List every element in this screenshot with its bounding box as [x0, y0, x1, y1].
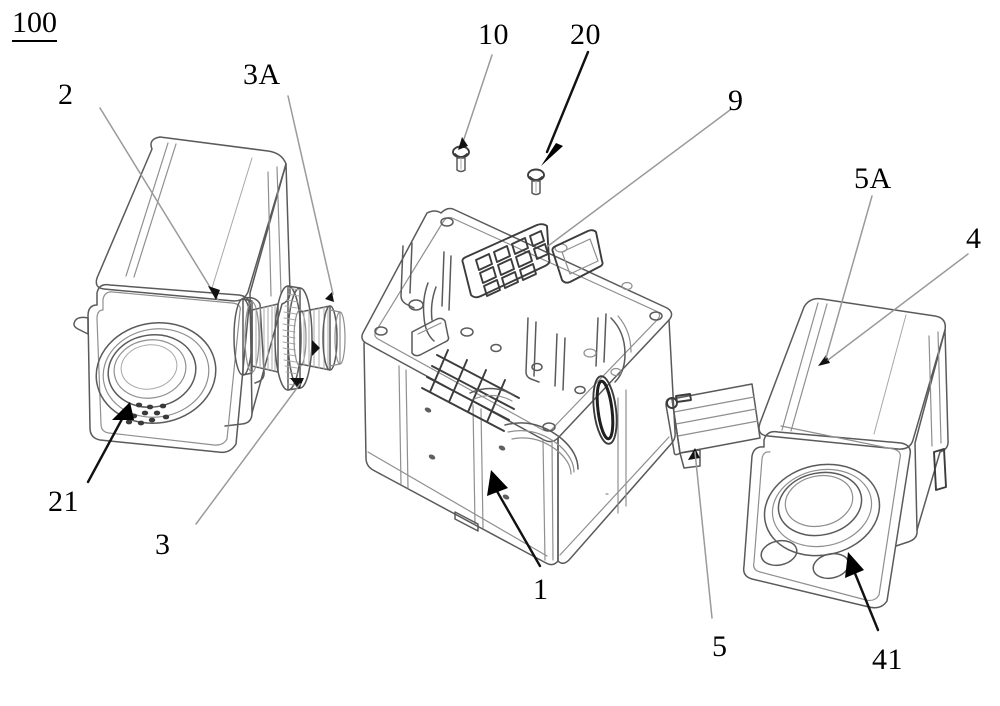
- main-housing: [361, 207, 676, 566]
- connector-terminal-block: [461, 223, 604, 299]
- figure-assembly-number: 100: [12, 8, 57, 42]
- screw-upper: [452, 145, 470, 173]
- ref-label-9: 9: [728, 84, 744, 117]
- left-camera-housing: [73, 136, 291, 454]
- right-camera-lens: [763, 463, 881, 557]
- gear-wheel: [274, 285, 313, 391]
- ref-label-4: 4: [966, 222, 982, 255]
- gear-shaft-assembly: [233, 285, 346, 391]
- ref-label-1: 1: [533, 573, 549, 606]
- ref-label-2: 2: [58, 78, 74, 111]
- right-camera-shaft: [665, 383, 761, 469]
- ref-label-5A: 5A: [854, 162, 892, 195]
- ref-label-21: 21: [48, 485, 79, 518]
- leader-lines: [86, 50, 969, 632]
- microphone-holes: [124, 402, 170, 426]
- ref-label-3: 3: [155, 528, 171, 561]
- ref-label-10: 10: [478, 18, 509, 51]
- screw-lower: [527, 168, 545, 196]
- ref-label-20: 20: [570, 18, 601, 51]
- ref-label-3A: 3A: [243, 58, 281, 91]
- right-camera-housing: [665, 297, 949, 609]
- ref-label-5: 5: [712, 630, 728, 663]
- ref-label-41: 41: [872, 643, 903, 676]
